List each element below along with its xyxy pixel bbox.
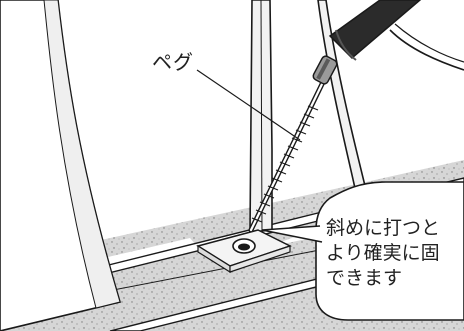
note-bubble: [261, 181, 464, 321]
note-line-2: より確実に固: [326, 242, 440, 264]
peg-screw-icon: [248, 55, 338, 233]
hammer-icon: [328, 0, 464, 71]
tent-panels: [0, 0, 374, 331]
peg-leader-line: [196, 69, 301, 141]
note-line-1: 斜めに打つと: [326, 217, 441, 239]
note-line-3: できます: [326, 267, 403, 289]
anchor-plate: [196, 229, 292, 274]
peg-label: ペグ: [152, 50, 194, 74]
note-text: 斜めに打つと より確実に固 できます: [326, 216, 464, 291]
